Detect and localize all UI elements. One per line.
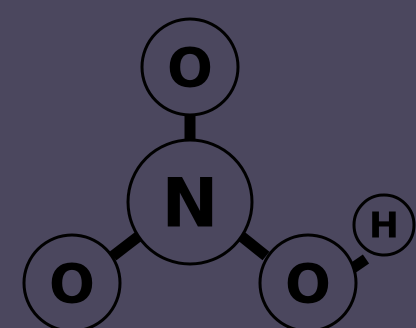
atom-h: H: [352, 193, 416, 257]
atom-o-top-label: O: [167, 37, 213, 100]
atom-o-top: O: [140, 17, 240, 117]
atom-o-right: O: [258, 233, 358, 328]
atom-o-right-label: O: [285, 253, 331, 316]
atom-n: N: [126, 138, 254, 266]
atom-h-label: H: [369, 206, 399, 247]
bond-n-o-left: [109, 231, 143, 261]
atom-o-left-label: O: [49, 253, 95, 316]
bond-n-o-right: [237, 231, 270, 261]
atom-n-label: N: [162, 165, 219, 244]
atom-o-left: O: [22, 233, 122, 328]
